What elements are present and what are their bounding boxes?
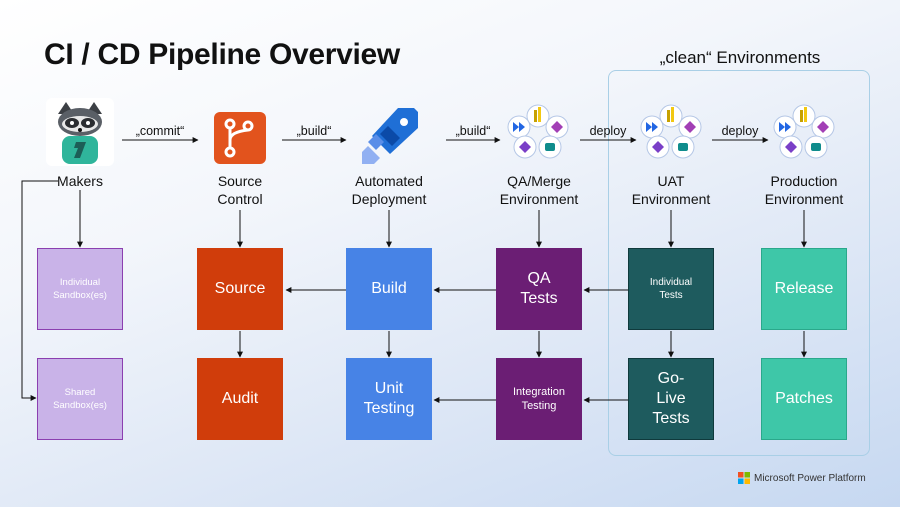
go-live-tests-line-3: Tests [652,410,690,427]
uat-label-line-1: UAT [657,173,685,189]
individual-tests-line-1: Individual [649,277,693,288]
qa-tests-box: QA Tests [496,248,582,330]
unit-testing-line-2: Testing [363,400,415,417]
uat-environment-label: UAT Environment [616,172,726,208]
qa-merge-environment-label: QA/Merge Environment [484,172,594,208]
page-title: CI / CD Pipeline Overview [44,38,400,71]
git-source-control-icon [212,110,268,166]
build-label-2: „build“ [455,124,491,138]
integration-testing-line-1: Integration [513,386,565,398]
power-platform-icons-uat [636,102,706,162]
azure-pipelines-icon [358,104,422,168]
source-control-label: Source Control [190,172,290,208]
patches-box: Patches [761,358,847,440]
clean-environments-label: „clean“ Environments [659,48,821,67]
production-label-line-1: Production [770,173,838,189]
power-platform-icons-qa [503,102,573,162]
build-box: Build [346,248,432,330]
uat-label-line-2: Environment [631,191,711,207]
automated-deployment-label-line-2: Deployment [351,191,427,207]
individual-tests-line-2: Tests [659,290,683,301]
deploy-label-1: deploy [589,124,627,138]
production-environment-label: Production Environment [749,172,859,208]
production-label-line-2: Environment [764,191,844,207]
raccoon-mascot-icon [44,96,116,168]
individual-sandbox-line-2: Sandbox(es) [53,290,107,301]
shared-sandbox-line-1: Shared [64,387,96,398]
makers-label: Makers [57,173,103,189]
source-box: Source [197,248,283,330]
go-live-tests-line-2: Live [656,390,686,407]
qa-merge-label-line-1: QA/Merge [507,173,571,189]
commit-label: „commit“ [135,124,185,138]
qa-merge-label-line-2: Environment [499,191,579,207]
go-live-tests-line-1: Go- [657,370,685,387]
individual-sandbox-line-1: Individual [59,277,101,288]
source-control-label-line-1: Source [217,173,263,189]
power-platform-icons-production [769,102,839,162]
qa-tests-line-1: QA [527,270,551,287]
microsoft-logo-icon [738,472,750,484]
source-control-label-line-2: Control [217,191,263,207]
audit-box: Audit [197,358,283,440]
release-box: Release [761,248,847,330]
deploy-label-2: deploy [721,124,759,138]
qa-tests-line-2: Tests [520,290,558,307]
automated-deployment-label-line-1: Automated [355,173,423,189]
shared-sandbox-line-2: Sandbox(es) [53,400,107,411]
integration-testing-line-2: Testing [521,400,557,412]
microsoft-power-platform-logo: Microsoft Power Platform [738,472,866,484]
unit-testing-line-1: Unit [374,380,404,397]
footer-text: Microsoft Power Platform [754,472,866,484]
automated-deployment-label: Automated Deployment [334,172,444,208]
arrow-makers-shared [21,180,58,401]
build-label-1: „build“ [296,124,332,138]
clean-environments-frame [608,70,870,456]
